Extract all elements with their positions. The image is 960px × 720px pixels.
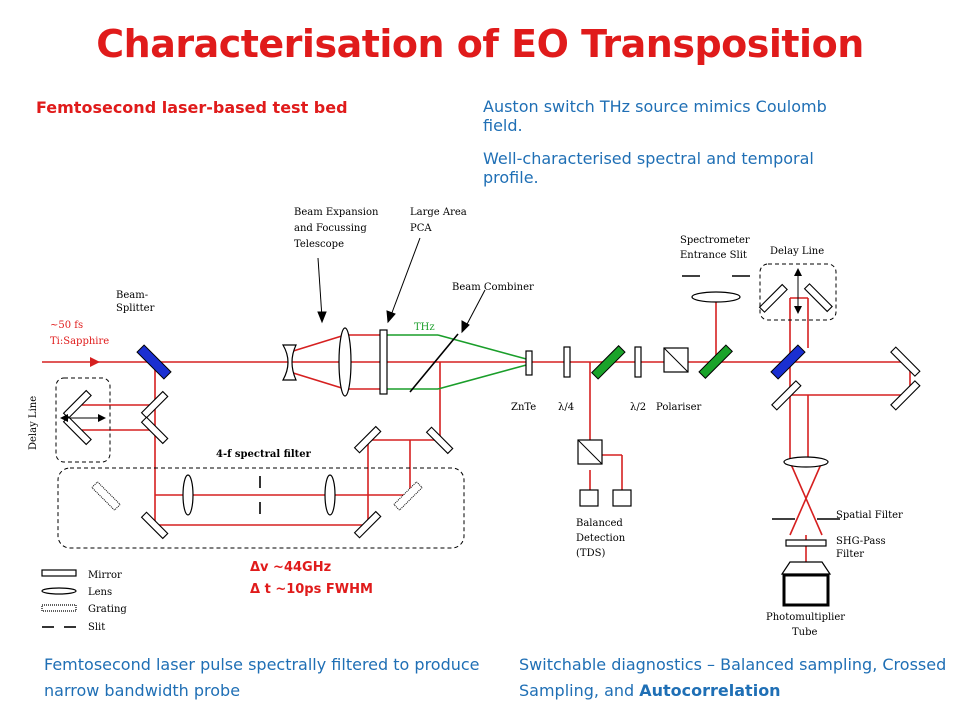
legend: Mirror Lens Grating Slit xyxy=(41,569,127,633)
flip-mirror-green-1 xyxy=(591,345,626,380)
legend-grating: Grating xyxy=(88,604,127,615)
shg-filter xyxy=(785,539,827,547)
label-telescope-1: Beam Expansion xyxy=(294,207,379,218)
label-spatial-filter: Spatial Filter xyxy=(836,510,903,521)
lens-4f-right xyxy=(324,474,336,516)
label-lambda4: λ/4 xyxy=(558,402,574,413)
lens-convex xyxy=(338,327,352,397)
quarter-waveplate xyxy=(563,346,571,378)
legend-lens: Lens xyxy=(88,587,112,598)
znte-crystal xyxy=(525,350,533,376)
delay-line-left-box xyxy=(55,377,111,463)
half-waveplate xyxy=(634,346,642,378)
photodiode-2 xyxy=(612,489,632,507)
pca-plate xyxy=(379,329,388,395)
label-telescope-2: and Focussing xyxy=(294,223,367,234)
label-balanced-1: Balanced xyxy=(576,518,623,529)
legend-grating-icon xyxy=(41,604,77,612)
label-spectral-filter: 4-f spectral filter xyxy=(216,449,312,460)
label-spectrometer-1: Spectrometer xyxy=(680,235,750,246)
caption-autocorrelation: Autocorrelation xyxy=(639,681,781,700)
spectral-filter-box xyxy=(57,467,465,549)
label-beam-splitter-2: Splitter xyxy=(116,303,155,314)
info-auston-switch: Auston switch THz source mimics Coulomb … xyxy=(483,97,827,135)
lens-4f-left xyxy=(182,474,194,516)
label-laser-2: Ti:Sapphire xyxy=(50,336,109,347)
spec-duration: Δ t ~10ps FWHM xyxy=(250,582,373,597)
label-polariser: Polariser xyxy=(656,402,702,413)
label-telescope-3: Telescope xyxy=(294,239,344,250)
focusing-lens-pmt xyxy=(783,456,829,468)
label-balanced-2: Detection xyxy=(576,533,626,544)
label-shg-1: SHG-Pass xyxy=(836,536,886,547)
legend-mirror: Mirror xyxy=(88,570,122,581)
photodiode-1 xyxy=(579,489,599,507)
label-beam-splitter-1: Beam- xyxy=(116,290,148,301)
delay-line-right-box xyxy=(759,263,837,321)
lens-concave xyxy=(281,344,297,381)
info-spectral-profile: Well-characterised spectral and temporal… xyxy=(483,149,814,187)
label-pca-2: PCA xyxy=(410,223,432,234)
flip-mirror-green-2 xyxy=(698,344,733,379)
caption-diagnostics: Switchable diagnostics – Balanced sampli… xyxy=(519,652,959,704)
grating-right xyxy=(393,481,423,511)
legend-lens-icon xyxy=(41,587,77,595)
label-delay-line-left: Delay Line xyxy=(28,396,39,450)
label-beam-combiner: Beam Combiner xyxy=(452,282,534,293)
beam-splitter-right xyxy=(770,344,806,380)
photomultiplier-tube xyxy=(782,573,830,607)
legend-slit: Slit xyxy=(88,622,105,633)
grating-left xyxy=(91,481,121,511)
label-pmt-2: Tube xyxy=(792,627,818,638)
label-lambda2: λ/2 xyxy=(630,402,646,413)
caption-diagnostics-text: Switchable diagnostics – Balanced sampli… xyxy=(519,655,947,700)
page-title: Characterisation of EO Transposition xyxy=(96,22,864,66)
label-balanced-3: (TDS) xyxy=(576,548,605,559)
label-laser-1: ~50 fs xyxy=(50,320,83,331)
spec-bandwidth: Δv ~44GHz xyxy=(250,560,332,575)
beam-arrow xyxy=(90,357,100,367)
label-pca-1: Large Area xyxy=(410,207,467,218)
label-pmt-1: Photomultiplier xyxy=(766,612,845,623)
beam-splitter-left xyxy=(136,344,172,380)
legend-mirror-icon xyxy=(41,569,77,577)
label-delay-line-right: Delay Line xyxy=(770,246,824,257)
label-thz: THz xyxy=(414,322,435,333)
beam-combiner-plate xyxy=(409,333,459,393)
caption-spectral-filter: Femtosecond laser pulse spectrally filte… xyxy=(44,655,480,700)
label-shg-2: Filter xyxy=(836,549,864,560)
spectrometer-lens xyxy=(691,291,741,303)
laser-beam-paths xyxy=(42,297,911,580)
test-bed-heading: Femtosecond laser-based test bed xyxy=(36,98,348,117)
label-znte: ZnTe xyxy=(511,402,536,413)
label-spectrometer-2: Entrance Slit xyxy=(680,250,747,261)
